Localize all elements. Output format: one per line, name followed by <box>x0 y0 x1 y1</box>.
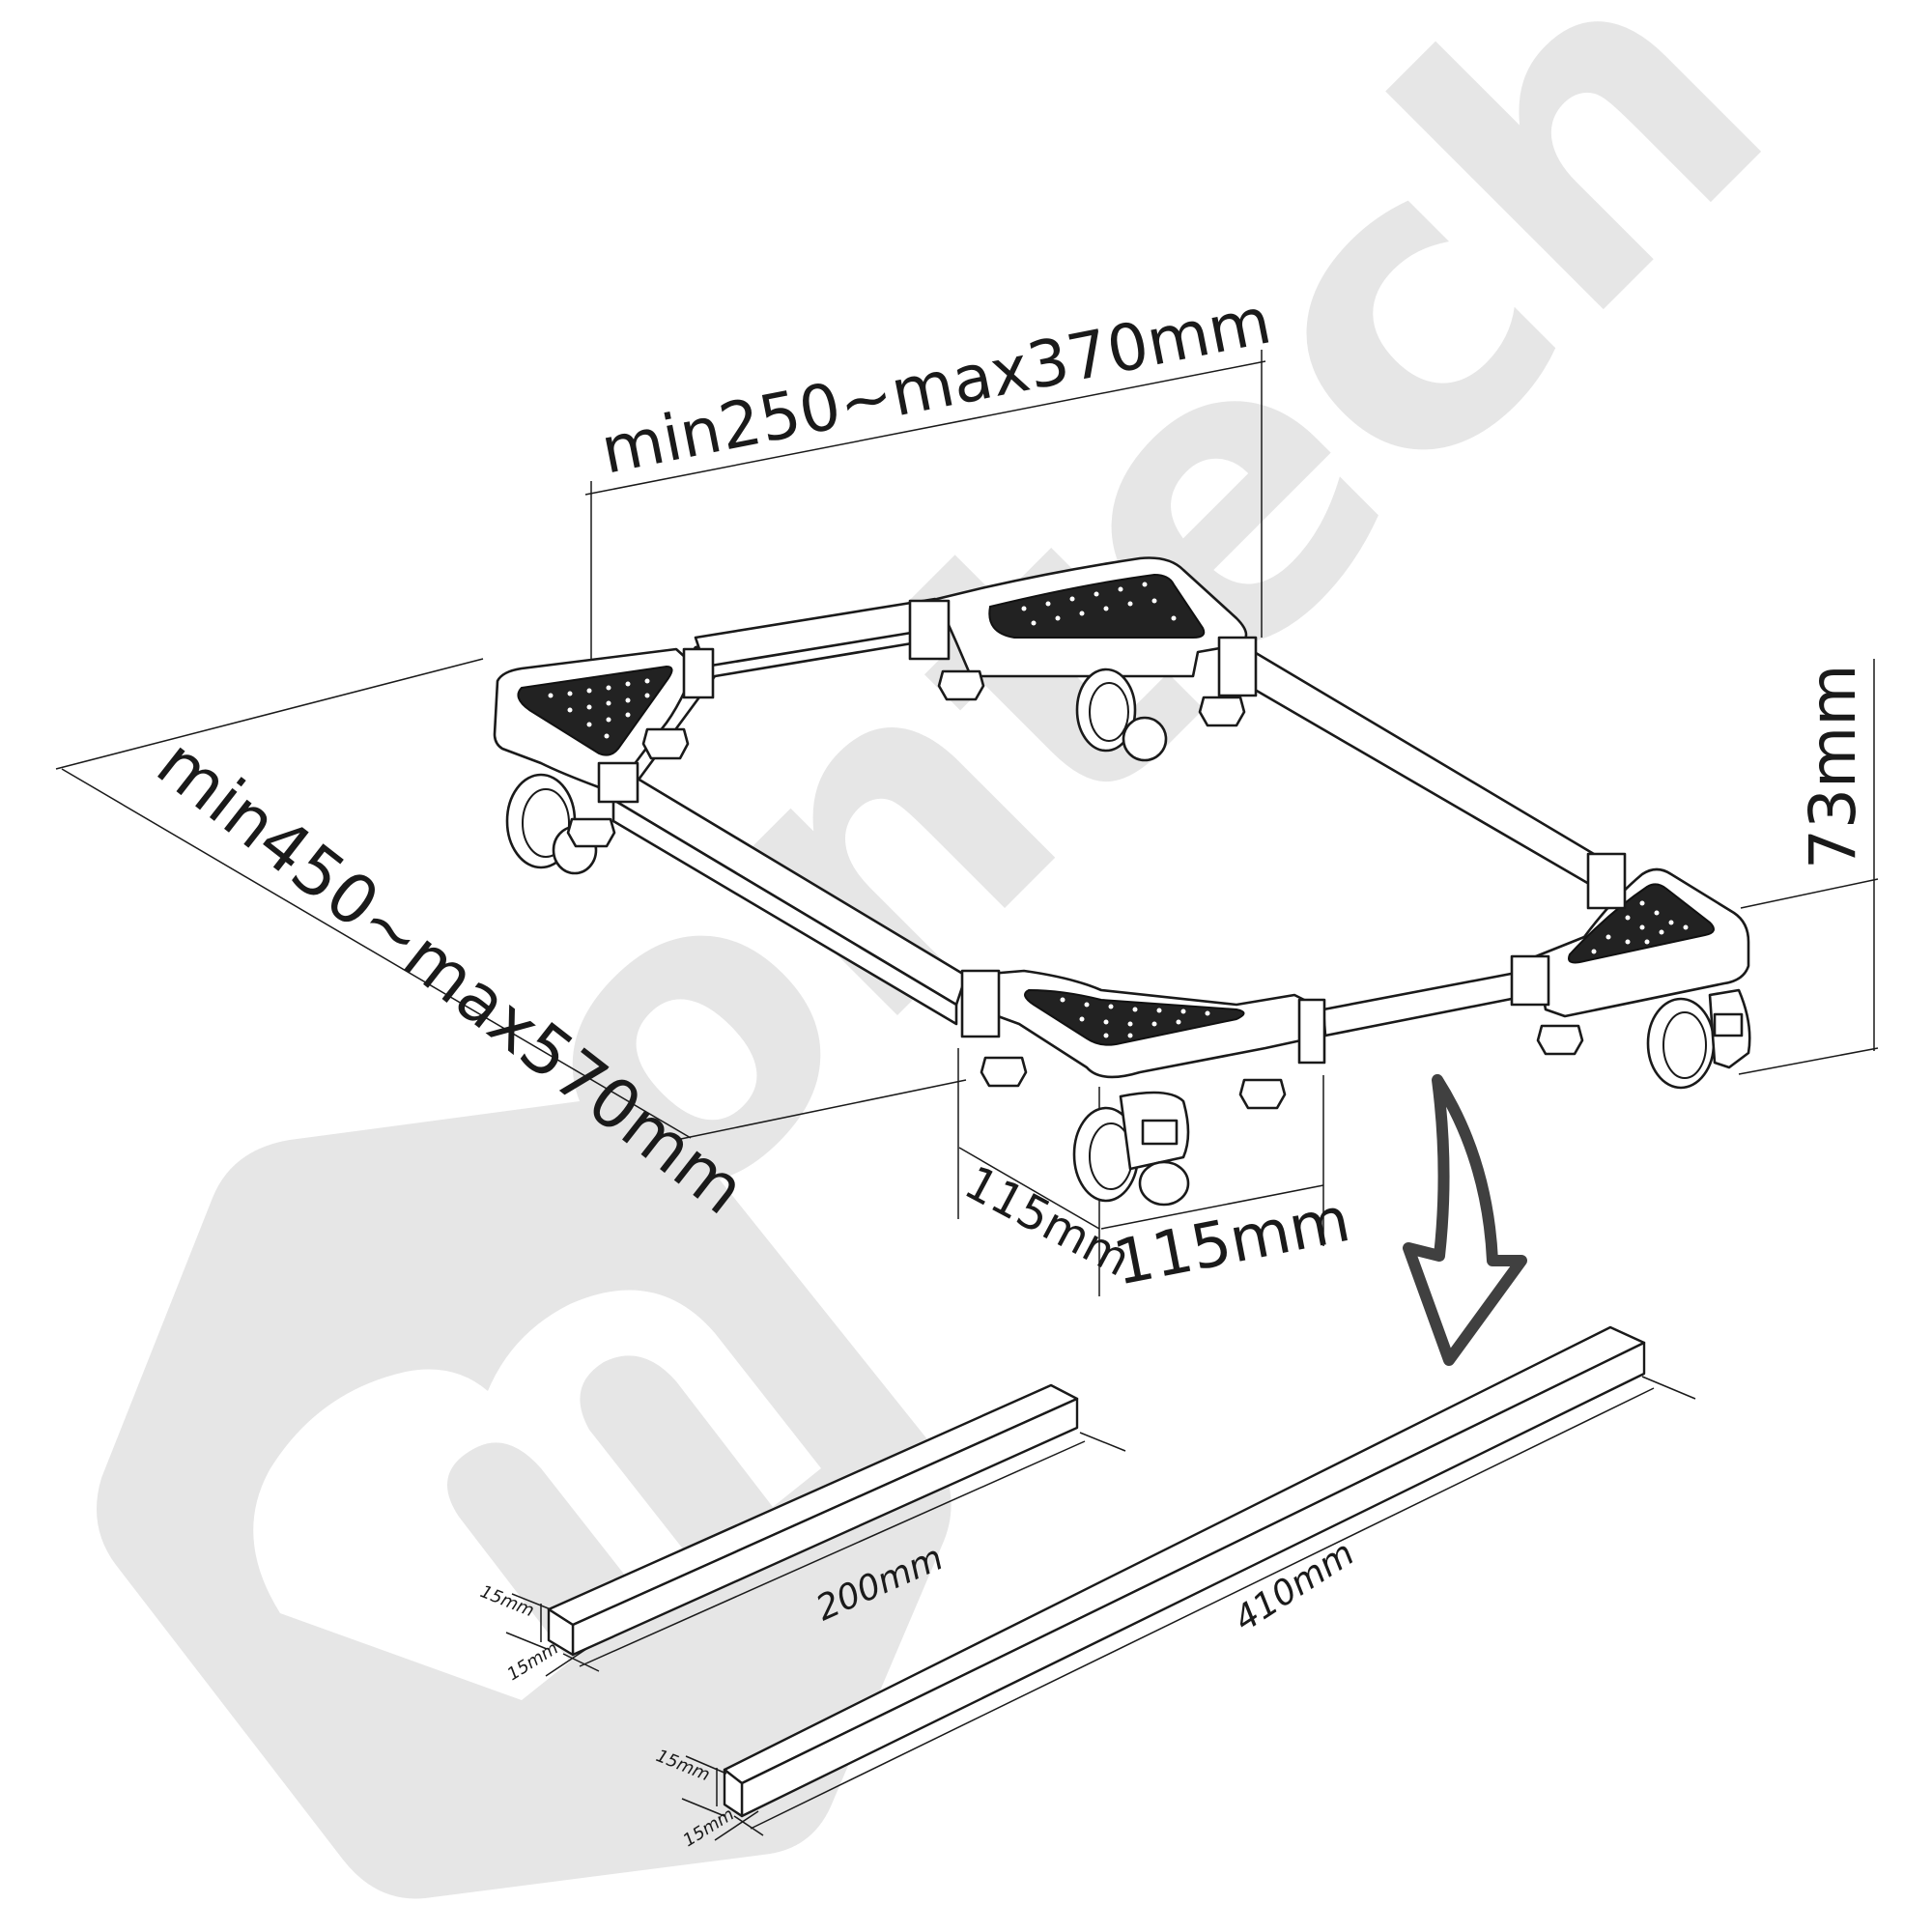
caster-wheel-rear <box>1138 1160 1190 1207</box>
rail-right <box>1230 645 1605 886</box>
leveling-foot <box>1536 1024 1584 1056</box>
clamp <box>1297 998 1326 1065</box>
leveling-foot <box>566 817 616 848</box>
clamp <box>597 761 639 804</box>
caster-brake <box>1141 1119 1179 1146</box>
leveling-foot <box>937 669 985 701</box>
caster-wheel-rear <box>1122 716 1168 762</box>
down-arrow-icon <box>1403 1074 1527 1366</box>
corner-front-left <box>960 969 1326 1207</box>
clamp <box>682 647 715 699</box>
bar-end-face <box>547 1607 575 1657</box>
leveling-foot <box>1238 1078 1287 1110</box>
logo-badge-icon <box>97 1099 952 1899</box>
bar-end-face <box>723 1768 744 1818</box>
rubber-pad <box>517 665 673 756</box>
rail-left-side <box>611 798 958 1026</box>
height-label: 73mm <box>1796 664 1870 869</box>
corner-front-right <box>1510 852 1751 1090</box>
corner-back-left <box>493 647 715 875</box>
clamp <box>1586 852 1627 910</box>
leveling-foot <box>641 727 690 760</box>
rubber-pad <box>1024 988 1245 1046</box>
caster-base-frame <box>493 556 1751 1207</box>
leveling-foot <box>980 1056 1028 1088</box>
caster-brake <box>1713 1012 1744 1037</box>
corner-back-right <box>908 556 1258 762</box>
leveling-foot <box>1198 696 1246 727</box>
logo-badge-m-icon <box>253 1290 821 1700</box>
clamp <box>960 969 1001 1038</box>
height-dimension: 73mm <box>1738 659 1879 1075</box>
clamp <box>1510 954 1550 1007</box>
rail-front <box>1321 969 1533 1037</box>
rubber-pad <box>1568 883 1715 964</box>
clamp <box>1217 636 1258 697</box>
rubber-pad <box>988 573 1206 639</box>
clamp <box>908 599 951 661</box>
foot-width-label: 115mm <box>1108 1184 1355 1300</box>
